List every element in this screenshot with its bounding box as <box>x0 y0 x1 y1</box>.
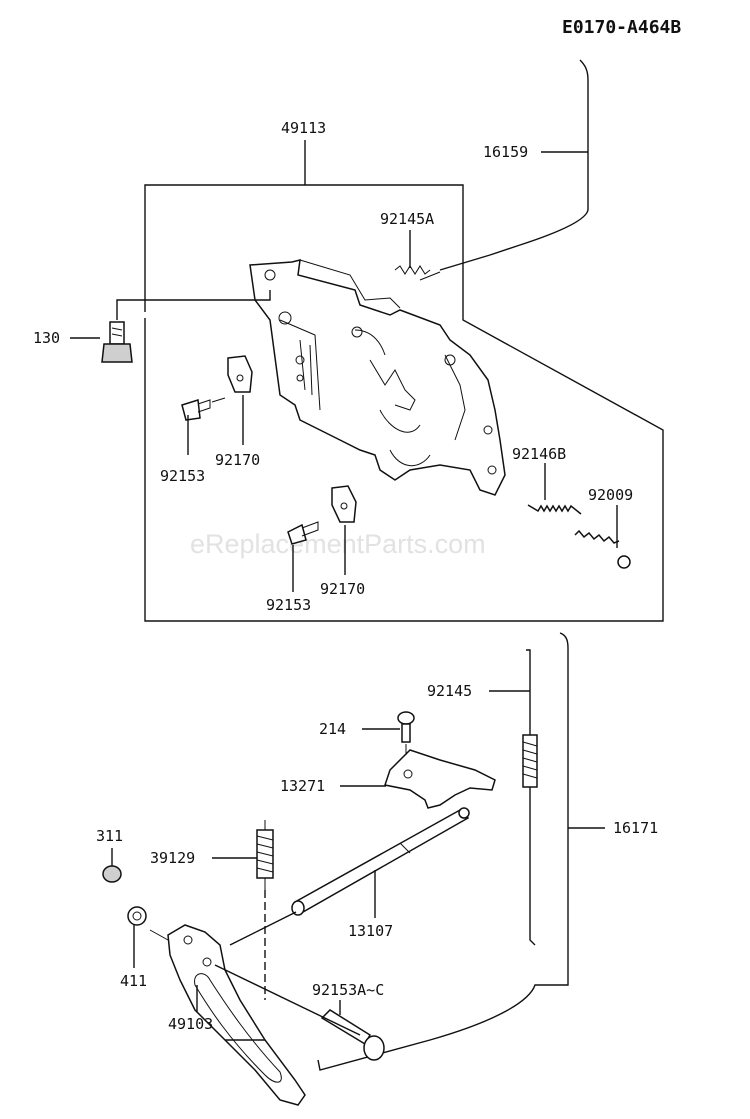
label-13107: 13107 <box>348 922 393 940</box>
clamp-92170-a <box>227 355 253 393</box>
lower-assembly-lines <box>225 911 297 1041</box>
plate-13271 <box>384 744 496 809</box>
screw-214 <box>397 711 415 743</box>
label-16171: 16171 <box>613 819 658 837</box>
label-49113: 49113 <box>281 119 326 137</box>
bolt-92153A-C <box>214 964 385 1061</box>
label-92145A: 92145A <box>380 210 434 228</box>
label-92170-b: 92170 <box>320 580 365 598</box>
spring-39129 <box>256 820 274 1000</box>
leader-lines <box>70 151 618 1015</box>
label-214: 214 <box>319 720 346 738</box>
rod-16171 <box>317 632 569 1071</box>
part-labels: 49113 16159 92145A 130 92170 92153 92146… <box>33 119 658 1033</box>
label-411: 411 <box>120 972 147 990</box>
clamp-92170-b <box>331 485 357 523</box>
label-16159: 16159 <box>483 143 528 161</box>
screw-92153-a <box>181 397 226 421</box>
rod-16159 <box>419 59 589 281</box>
label-39129: 39129 <box>150 849 195 867</box>
label-92153A-C: 92153A~C <box>312 981 384 999</box>
label-311: 311 <box>96 827 123 845</box>
screw-92153-b <box>287 521 319 545</box>
bolt-92009 <box>574 529 631 569</box>
label-92153-b: 92153 <box>266 596 311 614</box>
label-13271: 13271 <box>280 777 325 795</box>
nut-311 <box>102 865 122 883</box>
watermark: eReplacementParts.com <box>190 529 486 559</box>
control-plate <box>249 259 506 496</box>
washer-411 <box>127 906 147 926</box>
label-92153-a: 92153 <box>160 467 205 485</box>
label-92170-a: 92170 <box>215 451 260 469</box>
governor-assembly-box <box>144 140 664 622</box>
shaft-13107 <box>291 807 470 916</box>
label-130: 130 <box>33 329 60 347</box>
label-92145: 92145 <box>427 682 472 700</box>
diagram-code: E0170-A464B <box>562 17 681 38</box>
spring-92146B <box>527 504 582 515</box>
label-49103: 49103 <box>168 1015 213 1033</box>
spring-92145 <box>522 649 538 946</box>
label-92146B: 92146B <box>512 445 566 463</box>
spring-92145A <box>394 265 431 275</box>
arm-49103 <box>149 924 306 1106</box>
label-92009: 92009 <box>588 486 633 504</box>
bolt-130 <box>101 290 271 363</box>
